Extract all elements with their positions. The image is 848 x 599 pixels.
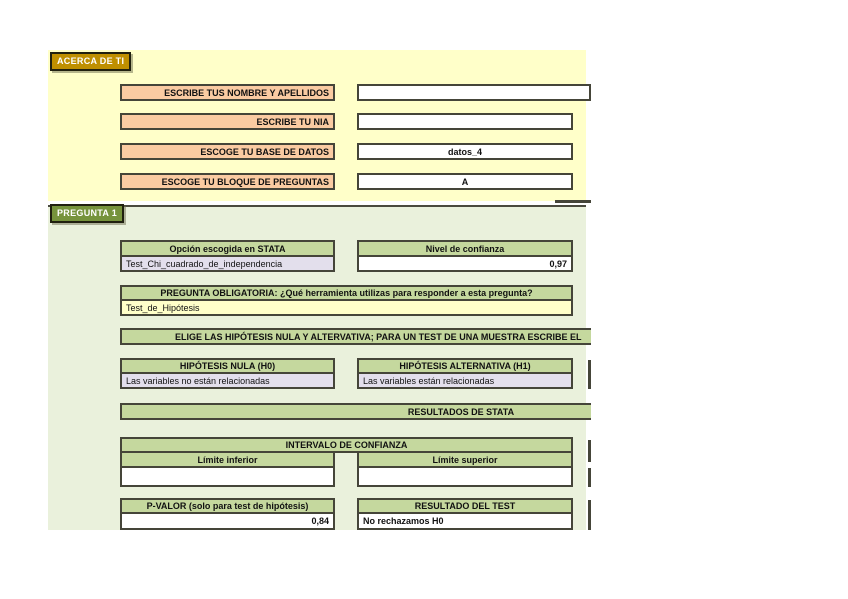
question-block-field-label: ESCOGE TU BLOQUE DE PREGUNTAS: [120, 173, 335, 190]
clipped-box-edge: [588, 468, 591, 487]
hypotheses-instruction-banner: ELIGE LAS HIPÓTESIS NULA Y ALTERVATIVA; …: [120, 328, 591, 345]
test-result-cell[interactable]: No rechazamos H0: [357, 512, 573, 530]
question-block-select-cell[interactable]: A: [357, 173, 573, 190]
clipped-box-edge: [588, 440, 591, 462]
name-field-label: ESCRIBE TUS NOMBRE Y APELLIDOS: [120, 84, 335, 101]
clipped-box-edge: [555, 200, 591, 203]
sheet-clip-region: ACERCA DE TI PREGUNTA 1 ESCRIBE TUS NOMB…: [48, 0, 591, 599]
mandatory-question-value-cell[interactable]: Test_de_Hipótesis: [120, 299, 573, 316]
null-hypothesis-value-cell[interactable]: Las variables no están relacionadas: [120, 372, 335, 389]
upper-limit-value-cell[interactable]: [357, 466, 573, 487]
p-value-cell[interactable]: 0,84: [120, 512, 335, 530]
clipped-box-edge: [588, 360, 591, 389]
lower-limit-value-cell[interactable]: [120, 466, 335, 487]
clipped-box-edge: [588, 500, 591, 530]
nia-field-label: ESCRIBE TU NIA: [120, 113, 335, 130]
stata-results-banner: RESULTADOS DE STATA: [120, 403, 591, 420]
about-section-badge: ACERCA DE TI: [50, 52, 132, 71]
question-section-badge: PREGUNTA 1: [50, 204, 125, 223]
nia-input-cell[interactable]: [357, 113, 573, 130]
name-input-cell[interactable]: [357, 84, 591, 101]
confidence-level-value-cell[interactable]: 0,97: [357, 255, 573, 272]
database-field-label: ESCOGE TU BASE DE DATOS: [120, 143, 335, 160]
database-select-cell[interactable]: datos_4: [357, 143, 573, 160]
stata-option-value-cell[interactable]: Test_Chi_cuadrado_de_independencia: [120, 255, 335, 272]
alt-hypothesis-value-cell[interactable]: Las variables están relacionadas: [357, 372, 573, 389]
confidence-interval-header: INTERVALO DE CONFIANZA: [120, 437, 573, 453]
